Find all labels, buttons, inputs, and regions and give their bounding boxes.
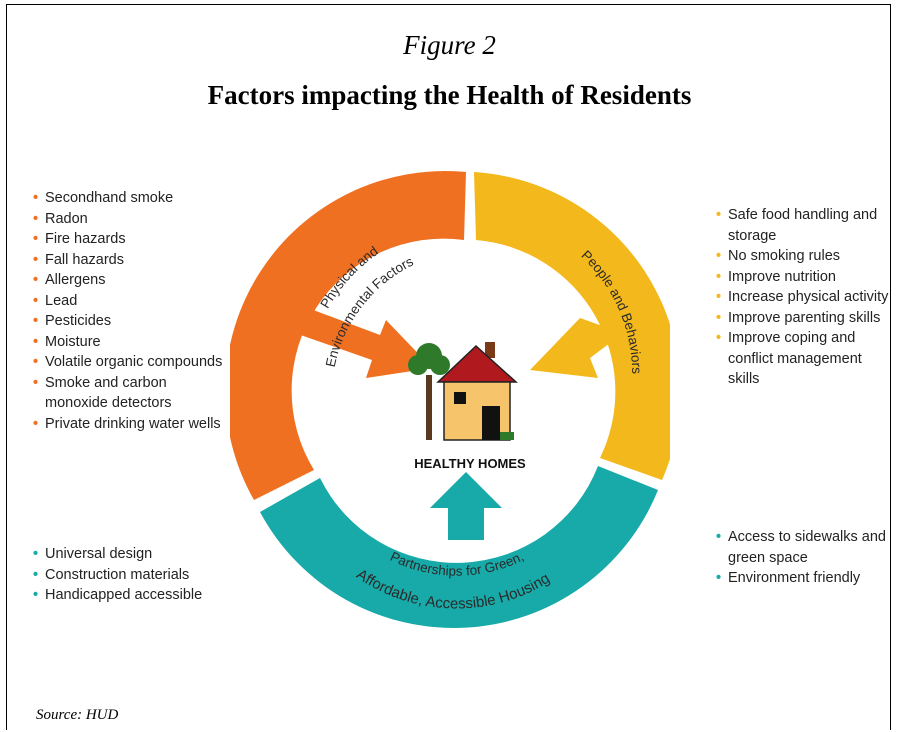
list-item-text: Universal design xyxy=(45,546,153,562)
bullet-icon: • xyxy=(33,566,39,583)
list-item-text: Improve coping and conflict management s… xyxy=(728,330,862,387)
list-item: • Lead xyxy=(33,291,233,312)
list-item: • Moisture xyxy=(33,332,233,353)
people-behaviors-list: • Safe food handling and storage • No smoki… xyxy=(716,205,896,390)
bullet-icon: • xyxy=(716,570,722,586)
orange-arrow-icon xyxy=(292,305,432,378)
yellow-arrow-icon xyxy=(530,300,622,378)
house-with-tree-icon xyxy=(408,342,518,441)
list-item-text: Fall hazards xyxy=(45,251,124,268)
list-item-text: Access to sidewalks and green space xyxy=(728,529,886,566)
list-item: • Improve coping and conflict management … xyxy=(716,328,896,390)
list-item: • Universal design xyxy=(33,544,263,565)
figure-label: Figure 2 xyxy=(403,30,496,60)
bullet-icon: • xyxy=(33,210,39,227)
people-segment xyxy=(474,172,670,480)
partnerships-segment xyxy=(260,466,658,628)
list-item: • Private drinking water wells xyxy=(33,414,233,435)
list-item: • Improve nutrition xyxy=(716,267,896,288)
teal-arrow-icon xyxy=(430,472,502,540)
bullet-icon: • xyxy=(716,529,722,545)
bullet-icon: • xyxy=(33,251,39,268)
bullet-icon: • xyxy=(716,207,722,223)
list-item: • No smoking rules xyxy=(716,246,896,267)
bullet-icon: • xyxy=(33,415,39,432)
bullet-icon: • xyxy=(716,330,722,346)
list-item-text: Radon xyxy=(45,210,88,227)
list-item-text: Smoke and carbon monoxide detectors xyxy=(45,374,172,412)
bullet-icon: • xyxy=(33,190,39,206)
list-item: • Environment friendly xyxy=(716,568,896,589)
list-item: • Improve parenting skills xyxy=(716,308,896,329)
list-item-text: Increase physical activity xyxy=(728,289,889,305)
list-item: • Handicapped accessible xyxy=(33,585,263,606)
bullet-icon: • xyxy=(33,333,39,350)
list-item: • Radon xyxy=(33,209,233,230)
list-item-text: Fire hazards xyxy=(45,231,126,247)
list-item-text: Improve nutrition xyxy=(728,268,836,285)
partnerships-list-right: • Access to sidewalks and green space • Env… xyxy=(716,527,896,589)
list-item: • Smoke and carbon monoxide detectors xyxy=(33,373,233,414)
bullet-icon: • xyxy=(33,231,39,247)
bullet-icon: • xyxy=(716,309,722,326)
healthy-homes-diagram: Physical and Environmental Factors Peopl… xyxy=(230,171,670,628)
bullet-icon: • xyxy=(716,268,722,285)
list-item-text: Improve parenting skills xyxy=(728,309,881,326)
physical-factors-list: • Secondhand smoke • Radon • Fire hazards • Fal… xyxy=(33,188,233,434)
bullet-icon: • xyxy=(33,587,39,603)
list-item: • Fire hazards xyxy=(33,229,233,250)
list-item: • Secondhand smoke xyxy=(33,188,233,209)
bullet-icon: • xyxy=(33,374,39,391)
list-item-text: Moisture xyxy=(45,333,101,350)
bullet-icon: • xyxy=(33,546,39,562)
list-item-text: Pesticides xyxy=(45,313,112,329)
list-item-text: Allergens xyxy=(45,272,106,288)
list-item-text: Construction materials xyxy=(45,566,190,583)
list-item: • Pesticides xyxy=(33,311,233,332)
list-item-text: No smoking rules xyxy=(728,248,841,264)
partnerships-list-left: • Universal design • Construction materials… xyxy=(33,544,263,606)
bullet-icon: • xyxy=(33,313,39,329)
list-item-text: Secondhand smoke xyxy=(45,190,174,206)
list-item: • Volatile organic compounds xyxy=(33,352,233,373)
list-item: • Access to sidewalks and green space xyxy=(716,527,896,568)
figure-title: Factors impacting the Health of Resident… xyxy=(207,80,692,110)
bullet-icon: • xyxy=(33,354,39,370)
list-item: • Safe food handling and storage xyxy=(716,205,896,246)
list-item-text: Lead xyxy=(45,292,78,309)
source-caption: Source: HUD xyxy=(36,707,119,723)
bullet-icon: • xyxy=(33,272,39,288)
physical-segment xyxy=(230,171,466,500)
center-label: HEALTHY HOMES xyxy=(414,456,526,471)
list-item: • Fall hazards xyxy=(33,250,233,271)
bullet-icon: • xyxy=(33,292,39,309)
list-item: • Construction materials xyxy=(33,565,263,586)
bullet-icon: • xyxy=(716,248,722,264)
list-item-text: Safe food handling and storage xyxy=(728,207,878,244)
bullet-icon: • xyxy=(716,289,722,305)
list-item-text: Private drinking water wells xyxy=(45,415,221,432)
list-item-text: Environment friendly xyxy=(728,570,861,586)
list-item-text: Handicapped accessible xyxy=(45,587,203,603)
list-item: • Increase physical activity xyxy=(716,287,896,308)
list-item-text: Volatile organic compounds xyxy=(45,354,223,370)
list-item: • Allergens xyxy=(33,270,233,291)
figure-frame xyxy=(6,4,891,730)
